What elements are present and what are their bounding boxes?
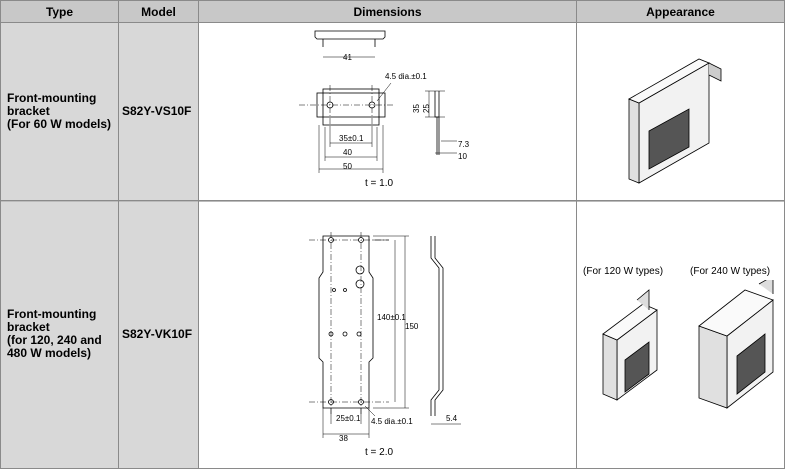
dim-50: 50 <box>343 162 352 171</box>
header-type: Type <box>1 1 118 22</box>
grid-line <box>576 0 577 469</box>
dim-40: 40 <box>343 148 352 157</box>
header-appearance: Appearance <box>577 1 784 22</box>
grid-line <box>118 0 119 469</box>
row1-type-line: (For 60 W models) <box>7 117 112 131</box>
row2-type-line: 480 W models) <box>7 346 92 360</box>
row2-type-line: bracket <box>7 320 50 334</box>
grid-line <box>0 201 785 202</box>
dim-38: 38 <box>339 434 348 443</box>
appearance-vk10f <box>602 280 774 409</box>
dim-hole-2: 4.5 dia.±0.1 <box>371 417 413 426</box>
row1-type: Front-mounting bracket (For 60 W models) <box>7 92 111 131</box>
row2-type-line: Front-mounting <box>7 307 97 321</box>
row2-type: Front-mounting bracket (for 120, 240 and… <box>7 308 102 360</box>
dim-10: 10 <box>458 152 467 161</box>
dim-140: 140±0.1 <box>377 313 406 322</box>
row2-model: S82Y-VK10F <box>122 327 193 341</box>
appearance-vs10f <box>628 58 722 184</box>
thickness-2: t = 2.0 <box>365 447 394 458</box>
dimension-drawing-vs10f: 41 4.5 dia.±0.1 35 25 35±0.1 40 50 7.3 1… <box>299 30 470 189</box>
dim-41: 41 <box>343 53 352 62</box>
row1-model-bg <box>119 23 198 200</box>
dim-hole: 4.5 dia.±0.1 <box>385 72 427 81</box>
caption-240w: (For 240 W types) <box>690 266 771 277</box>
thickness-1: t = 1.0 <box>365 178 394 189</box>
caption-120w: (For 120 W types) <box>583 266 664 277</box>
grid-line <box>198 0 199 469</box>
row1-type-line: Front-mounting <box>7 91 97 105</box>
dim-150: 150 <box>405 322 419 331</box>
dim-7-3: 7.3 <box>458 140 470 149</box>
row2-type-line: (for 120, 240 and <box>7 333 102 347</box>
dim-35-tol: 35±0.1 <box>339 134 364 143</box>
dimension-drawing-vk10f: 140±0.1 150 25±0.1 4.5 dia.±0.1 5.4 38 t… <box>309 232 461 458</box>
dim-25-tol: 25±0.1 <box>336 414 361 423</box>
row2-type-bg <box>1 202 118 468</box>
grid-line <box>0 0 1 469</box>
dim-5-4: 5.4 <box>446 414 458 423</box>
grid-line <box>0 468 785 469</box>
row2-model-bg <box>119 202 198 468</box>
row1-model: S82Y-VS10F <box>122 104 192 118</box>
row1-type-bg <box>1 23 118 200</box>
row1-type-line: bracket <box>7 104 50 118</box>
dim-25: 25 <box>422 104 431 113</box>
header-model: Model <box>119 1 198 22</box>
grid-line <box>0 0 785 1</box>
dim-35: 35 <box>412 104 421 113</box>
grid-line <box>0 22 785 23</box>
grid-line <box>0 200 785 201</box>
header-dimensions: Dimensions <box>199 1 576 22</box>
